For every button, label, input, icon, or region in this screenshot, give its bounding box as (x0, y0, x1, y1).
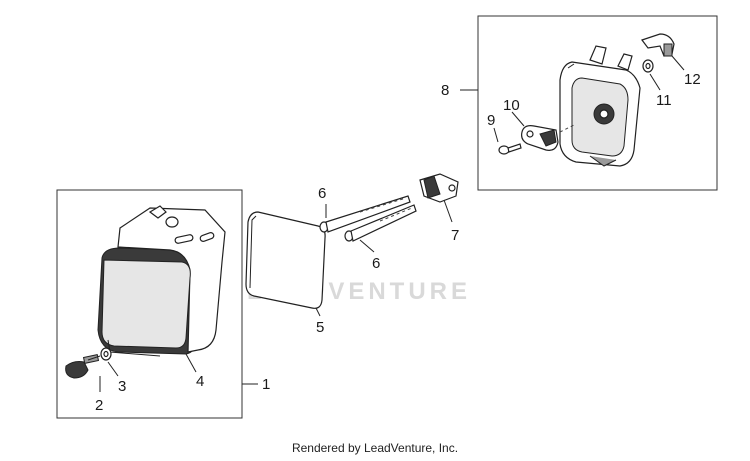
callout-9: 9 (487, 112, 495, 129)
callout-1: 1 (262, 376, 270, 393)
clip-plate-part-10 (521, 123, 577, 151)
footer-credit: Rendered by LeadVenture, Inc. (291, 441, 459, 455)
assembly-box-1 (56, 189, 243, 419)
bracket-part-7 (419, 173, 459, 203)
knob-screw (65, 354, 101, 379)
muffler-cover (97, 205, 226, 357)
callout-6-lower: 6 (372, 255, 380, 272)
callout-8: 8 (441, 82, 449, 99)
screw-part-9 (498, 143, 522, 155)
muffler-body (559, 45, 641, 167)
callout-5: 5 (316, 319, 324, 336)
assembly-box-8 (477, 15, 718, 191)
washer-part-11 (642, 59, 654, 73)
tab-lock-part-12 (641, 33, 675, 57)
washer (100, 347, 112, 361)
callout-3: 3 (118, 378, 126, 395)
gasket (245, 211, 326, 309)
callout-10: 10 (503, 97, 520, 114)
bolt-lower (344, 204, 417, 242)
callout-11: 11 (656, 92, 672, 109)
callout-4: 4 (196, 373, 204, 390)
callout-6-upper: 6 (318, 185, 326, 202)
callout-12: 12 (684, 71, 701, 88)
bolt-upper (319, 195, 411, 233)
callout-7: 7 (451, 227, 459, 244)
callout-2: 2 (95, 397, 103, 414)
